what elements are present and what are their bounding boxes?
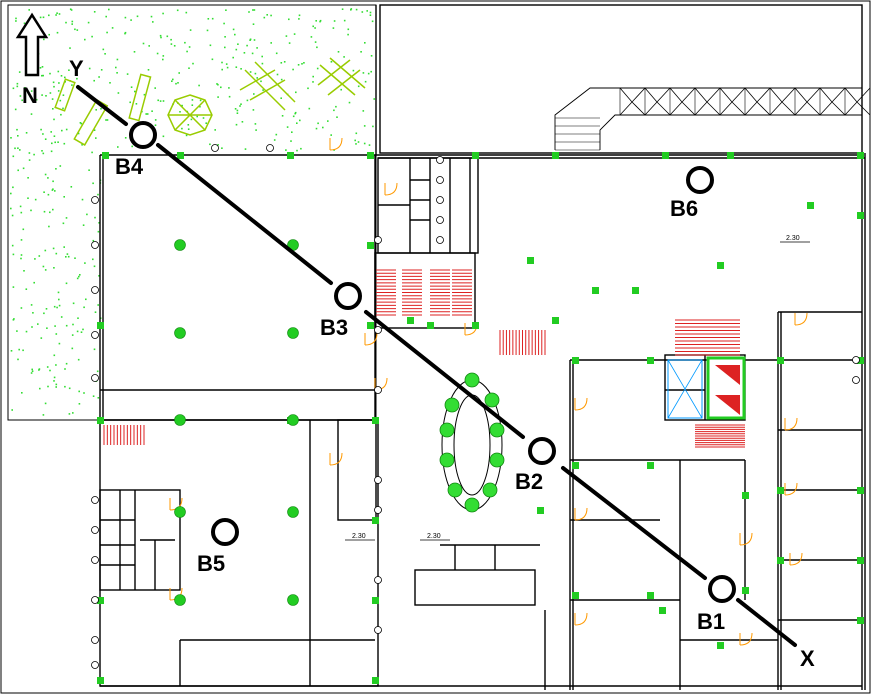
section-line	[76, 85, 797, 647]
stairs	[103, 269, 745, 448]
borehole-markers	[129, 121, 736, 603]
borehole-label: B4	[115, 154, 144, 179]
doors	[169, 137, 808, 646]
borehole-label: B5	[197, 551, 225, 576]
borehole-B2-marker	[528, 437, 556, 465]
level-mark: 2.30	[786, 235, 800, 242]
borehole-B6-marker	[686, 166, 714, 194]
section-end-label: X	[800, 646, 815, 671]
borehole-B5-marker	[211, 518, 239, 546]
borehole-label: B3	[320, 315, 348, 340]
borehole-label: B2	[515, 469, 543, 494]
garden-area	[7, 4, 377, 421]
section-start-label: Y	[69, 56, 84, 81]
north-label: N	[22, 83, 38, 108]
playground-equipment	[54, 57, 366, 146]
canopy-truss	[554, 87, 871, 151]
level-mark: 2.30	[352, 533, 366, 540]
planter	[439, 372, 505, 513]
elevator-shafts	[667, 356, 746, 420]
borehole-B3-marker	[334, 282, 362, 310]
borehole-B1-marker	[708, 575, 736, 603]
north-arrow-icon	[15, 12, 49, 77]
borehole-label: B1	[697, 609, 725, 634]
borehole-B4-marker	[129, 121, 157, 149]
level-mark: 2.30	[427, 533, 441, 540]
borehole-label: B6	[670, 196, 698, 221]
level-marks: 2.30 2.30 2.30	[345, 235, 810, 541]
columns	[91, 144, 864, 684]
